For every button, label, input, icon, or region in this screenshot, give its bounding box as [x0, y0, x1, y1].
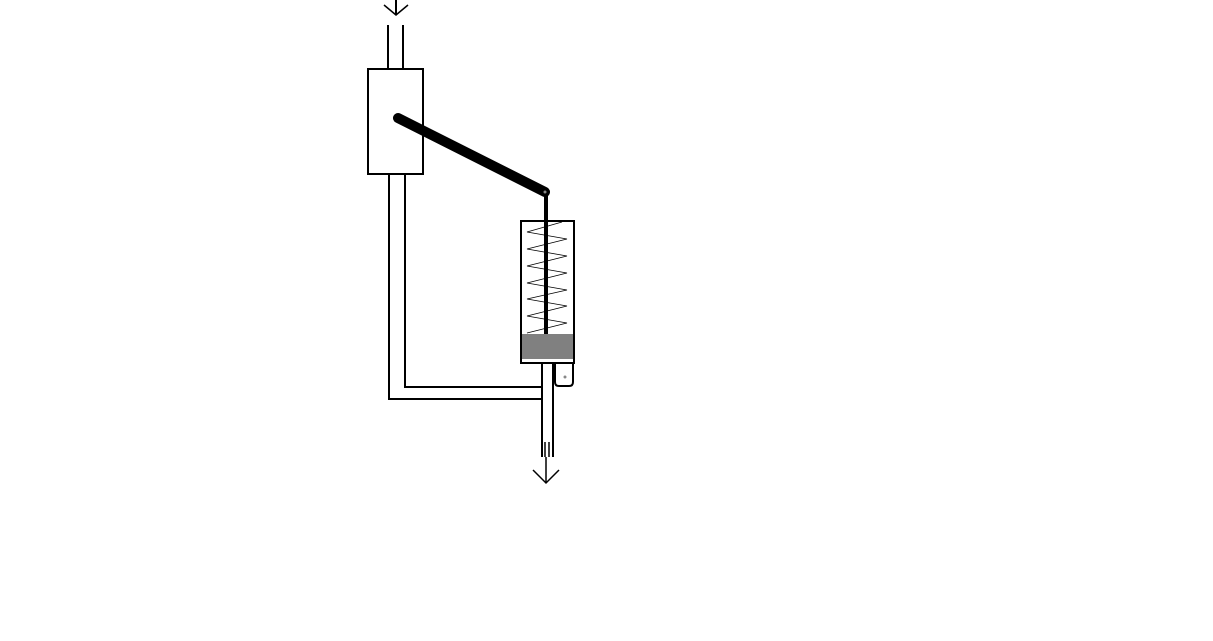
outlet-pipe — [541, 363, 554, 457]
inlet-arrow — [383, 0, 409, 16]
bypass-pipe — [388, 174, 542, 400]
piston — [522, 334, 573, 359]
drain-tab-dot — [563, 375, 567, 379]
spring — [526, 221, 568, 334]
drain-tab — [554, 363, 574, 387]
valve-body — [367, 68, 424, 175]
outlet-arrow — [532, 457, 560, 485]
inlet-pipe — [387, 25, 404, 69]
lever-pivot-icon — [543, 190, 547, 194]
lever-arm[interactable] — [393, 113, 550, 197]
